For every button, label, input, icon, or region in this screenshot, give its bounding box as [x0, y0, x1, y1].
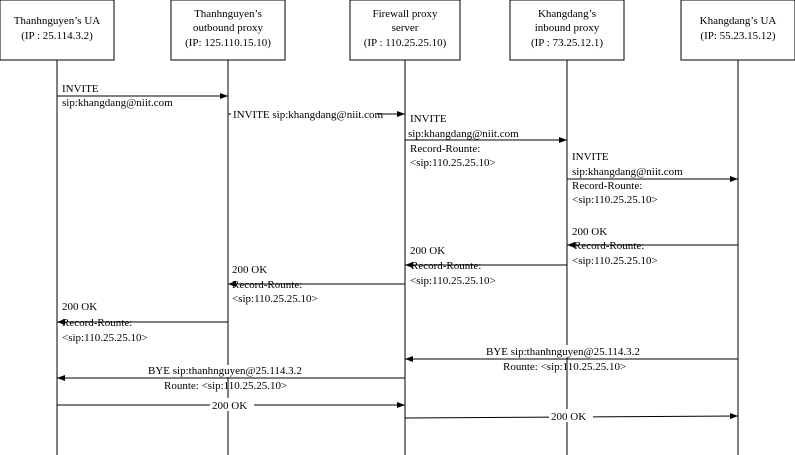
participant-label: server [392, 22, 419, 34]
participant-khangdang-inbound-proxy: Khangdang’s inbound proxy (IP : 73.25.12… [509, 0, 625, 61]
message-label: INVITE [410, 113, 447, 125]
participant-ip: (IP: 125.110.15.10) [185, 37, 271, 49]
message-label: 200 OK [551, 411, 586, 423]
message-label: INVITE sip:khangdang@niit.com [233, 109, 383, 121]
participant-ip: (IP: 55.23.15.12) [700, 30, 776, 42]
message-invite-2: INVITE sip:khangdang@niit.com [228, 106, 405, 121]
participant-label: Khangdang’s [538, 8, 596, 20]
message-label: Record-Rounte: [62, 317, 132, 329]
message-label: 200 OK [232, 264, 267, 276]
participant-ip: (IP : 25.114.3.2) [21, 30, 93, 42]
message-invite-1: INVITE sip:khangdang@niit.com [57, 83, 228, 109]
message-ok-4: 200 OK Record-Rounte: <sip:110.25.25.10> [57, 301, 228, 344]
participant-label: Thanhnguyen’s UA [14, 15, 101, 27]
message-invite-3: INVITE sip:khangdang@niit.com Record-Rou… [405, 113, 567, 169]
message-ok-2: 200 OK Record-Rounte: <sip:110.25.25.10> [405, 245, 567, 287]
message-label: <sip:110.25.25.10> [572, 194, 658, 206]
message-label: Record-Rounte: [411, 260, 481, 272]
message-ok-1: 200 OK Record-Rounte: <sip:110.25.25.10> [567, 226, 738, 267]
participant-ip: (IP : 73.25.12.1) [531, 37, 603, 49]
message-label: 200 OK [410, 245, 445, 257]
message-label: <sip:110.25.25.10> [572, 255, 658, 267]
participant-label: Khangdang’s UA [700, 15, 777, 27]
message-label: 200 OK [212, 400, 247, 412]
message-invite-4: INVITE sip:khangdang@niit.com Record-Rou… [567, 151, 738, 206]
participant-label: Firewall proxy [372, 8, 438, 20]
message-label: Record-Rounte: [572, 180, 642, 192]
participant-thanhnguyen-ua: Thanhnguyen’s UA (IP : 25.114.3.2) [0, 0, 115, 61]
message-bye-1: BYE sip:thanhnguyen@25.114.3.2 Rounte: <… [405, 345, 738, 373]
message-label: Record-Rounte: [410, 143, 480, 155]
participant-thanhnguyen-outbound-proxy: Thanhnguyen’s outbound proxy (IP: 125.11… [170, 0, 286, 61]
message-label: BYE sip:thanhnguyen@25.114.3.2 [486, 346, 640, 358]
participant-firewall-proxy-server: Firewall proxy server (IP : 110.25.25.10… [349, 0, 461, 61]
message-ok-bye-2: 200 OK [404, 409, 739, 423]
participant-ip: (IP : 110.25.25.10) [364, 37, 447, 49]
message-label: Rounte: <sip:110.25.25.10> [503, 361, 626, 373]
message-label: <sip:110.25.25.10> [232, 293, 318, 305]
participant-khangdang-ua: Khangdang’s UA (IP: 55.23.15.12) [680, 0, 795, 61]
message-label: sip:khangdang@niit.com [62, 97, 173, 109]
message-label: sip:khangdang@niit.com [408, 128, 519, 140]
message-label: 200 OK [572, 226, 607, 238]
message-bye-2: BYE sip:thanhnguyen@25.114.3.2 Rounte: <… [57, 365, 405, 392]
message-label: INVITE [572, 151, 609, 163]
message-label: Record-Rounte: [574, 240, 644, 252]
message-ok-bye-1: 200 OK [57, 398, 405, 412]
message-label: Rounte: <sip:110.25.25.10> [164, 380, 287, 392]
message-label: Record-Rounte: [232, 279, 302, 291]
participant-label: inbound proxy [535, 22, 600, 34]
participant-label: outbound proxy [193, 22, 263, 34]
message-label: 200 OK [62, 301, 97, 313]
message-label: BYE sip:thanhnguyen@25.114.3.2 [148, 365, 302, 377]
message-label: <sip:110.25.25.10> [410, 275, 496, 287]
participant-label: Thanhnguyen’s [194, 8, 262, 20]
message-label: INVITE [62, 83, 99, 95]
message-label: <sip:110.25.25.10> [410, 157, 496, 169]
message-label: <sip:110.25.25.10> [62, 332, 148, 344]
message-ok-3: 200 OK Record-Rounte: <sip:110.25.25.10> [228, 264, 405, 305]
message-label: sip:khangdang@niit.com [572, 166, 683, 178]
